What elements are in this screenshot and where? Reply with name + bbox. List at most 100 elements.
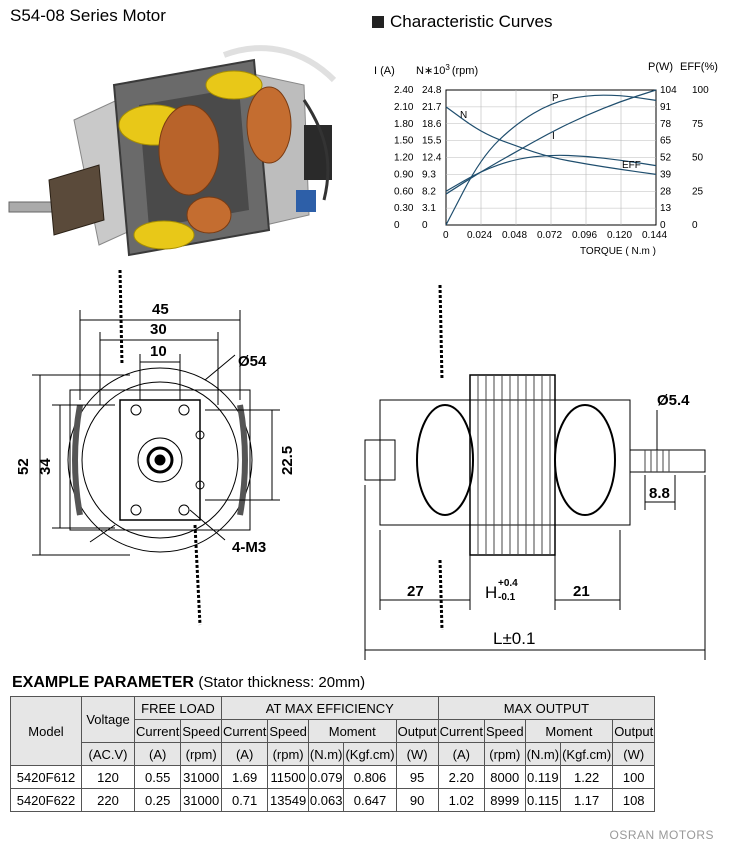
p-tick-label: 78 bbox=[660, 119, 672, 130]
dim-21: 21 bbox=[573, 583, 590, 600]
p-tick-label: 104 bbox=[660, 85, 677, 96]
unit-rpm: (rpm) bbox=[180, 742, 222, 766]
axis-p-label: P(W) bbox=[648, 61, 673, 73]
header-speed: Speed bbox=[483, 719, 526, 743]
cell: 0.55 bbox=[133, 765, 182, 789]
cell: 0.079 bbox=[307, 765, 345, 789]
dim-phi54: Ø54 bbox=[238, 353, 267, 370]
dim-4-m3: 4-M3 bbox=[232, 539, 266, 556]
eff-tick-label: 0 bbox=[692, 220, 698, 231]
front-view-drawing: 45 30 10 Ø54 52 34 22.5 4-M3 bbox=[15, 270, 296, 626]
i-tick-label: 2.40 bbox=[394, 85, 414, 96]
n-tick-label: 18.6 bbox=[422, 119, 442, 130]
cell: 95 bbox=[395, 765, 439, 789]
p-tick-label: 28 bbox=[660, 186, 672, 197]
eff-tick-label: 100 bbox=[692, 85, 709, 96]
curve-label-n: N bbox=[460, 110, 467, 121]
cell: 5420F612 bbox=[10, 765, 82, 789]
table-units-row: (AC.V) (A) (rpm) (A) (rpm) (N.m) (Kgf.cm… bbox=[10, 742, 656, 766]
i-tick-label: 0.90 bbox=[394, 169, 414, 180]
curve-label-i: I bbox=[552, 131, 555, 142]
n-tick-label: 15.5 bbox=[422, 136, 442, 147]
i-tick-label: 2.10 bbox=[394, 102, 414, 113]
series-line-p bbox=[445, 94, 657, 226]
series-line-n bbox=[445, 106, 657, 175]
cell: 0.71 bbox=[220, 788, 269, 812]
series-line-eff bbox=[445, 154, 657, 192]
p-tick-label: 91 bbox=[660, 102, 672, 113]
dim-52: 52 bbox=[15, 458, 32, 475]
dim-h-tol-minus: -0.1 bbox=[498, 592, 516, 603]
eff-tick-label: 75 bbox=[692, 119, 704, 130]
cell: 1.02 bbox=[437, 788, 485, 812]
curve-label-eff: EFF bbox=[622, 160, 641, 171]
header-current: Current bbox=[220, 719, 269, 743]
unit-w: (W) bbox=[612, 742, 656, 766]
p-tick-label: 39 bbox=[660, 169, 672, 180]
cell: 0.25 bbox=[133, 788, 182, 812]
n-tick-label: 24.8 bbox=[422, 85, 442, 96]
eff-tick-label: 50 bbox=[692, 153, 704, 164]
dim-phi5-4: Ø5.4 bbox=[657, 392, 690, 409]
header-moment: Moment bbox=[524, 719, 614, 743]
dim-l: L±0.1 bbox=[493, 629, 535, 648]
cell: 120 bbox=[81, 765, 135, 789]
cell: 5420F622 bbox=[10, 788, 82, 812]
cell: 0.647 bbox=[343, 788, 397, 812]
axis-n-label: N∗103(rpm) bbox=[416, 63, 478, 77]
unit-kgf: (Kgf.cm) bbox=[560, 742, 614, 766]
example-subtitle: (Stator thickness: 20mm) bbox=[198, 674, 366, 691]
cell: 8999 bbox=[483, 788, 526, 812]
header-max-efficiency: AT MAX EFFICIENCY bbox=[220, 696, 439, 720]
x-tick-label: 0.144 bbox=[642, 230, 667, 241]
cell: 1.69 bbox=[220, 765, 269, 789]
cell: 2.20 bbox=[437, 765, 485, 789]
unit-rpm: (rpm) bbox=[483, 742, 526, 766]
dim-27: 27 bbox=[407, 583, 424, 600]
dim-h-tol-plus: +0.4 bbox=[498, 578, 518, 589]
table-header-row: Model Voltage FREE LOAD AT MAX EFFICIENC… bbox=[10, 696, 656, 766]
square-bullet-icon bbox=[372, 16, 384, 28]
cell: 220 bbox=[81, 788, 135, 812]
example-title: EXAMPLE PARAMETER (Stator thickness: 20m… bbox=[12, 674, 365, 692]
cell: 1.17 bbox=[560, 788, 614, 812]
cell: 1.22 bbox=[560, 765, 614, 789]
cell: 90 bbox=[395, 788, 439, 812]
x-tick-label: 0 bbox=[443, 230, 449, 241]
x-tick-label: 0.120 bbox=[607, 230, 632, 241]
header-model: Model bbox=[10, 696, 82, 766]
curve-label-p: P bbox=[552, 93, 559, 104]
n-tick-label: 21.7 bbox=[422, 102, 442, 113]
dim-8-8: 8.8 bbox=[649, 485, 670, 502]
x-axis-label: TORQUE ( N.m ) bbox=[580, 246, 656, 257]
header-max-output: MAX OUTPUT bbox=[437, 696, 656, 720]
x-tick-label: 0.096 bbox=[572, 230, 597, 241]
header-output: Output bbox=[612, 719, 656, 743]
cell: 31000 bbox=[180, 788, 222, 812]
table-row: 5420F612 120 0.55 31000 1.69 11500 0.079… bbox=[10, 765, 656, 789]
x-tick-label: 0.048 bbox=[502, 230, 527, 241]
unit-a: (A) bbox=[220, 742, 269, 766]
cell: 0.119 bbox=[524, 765, 562, 789]
x-tick-label: 0.072 bbox=[537, 230, 562, 241]
cell: 11500 bbox=[267, 765, 309, 789]
example-title-text: EXAMPLE PARAMETER bbox=[12, 674, 194, 691]
n-tick-label: 0 bbox=[422, 220, 428, 231]
n-tick-label: 3.1 bbox=[422, 203, 436, 214]
header-free-load: FREE LOAD bbox=[134, 696, 222, 720]
i-tick-label: 0.30 bbox=[394, 203, 414, 214]
i-tick-label: 0 bbox=[394, 220, 400, 231]
header-speed: Speed bbox=[267, 719, 309, 743]
cell: 31000 bbox=[180, 765, 222, 789]
brand-footer: OSRAN MOTORS bbox=[609, 828, 714, 842]
unit-w: (W) bbox=[395, 742, 439, 766]
dim-30: 30 bbox=[150, 321, 167, 338]
i-tick-label: 1.80 bbox=[394, 119, 414, 130]
header-current: Current bbox=[133, 719, 182, 743]
n-tick-label: 12.4 bbox=[422, 153, 442, 164]
table-subheader-row: Current Speed Current Speed Moment Outpu… bbox=[10, 719, 656, 743]
page-title: S54-08 Series Motor bbox=[10, 6, 166, 25]
p-tick-label: 13 bbox=[660, 203, 672, 214]
i-tick-label: 1.50 bbox=[394, 136, 414, 147]
